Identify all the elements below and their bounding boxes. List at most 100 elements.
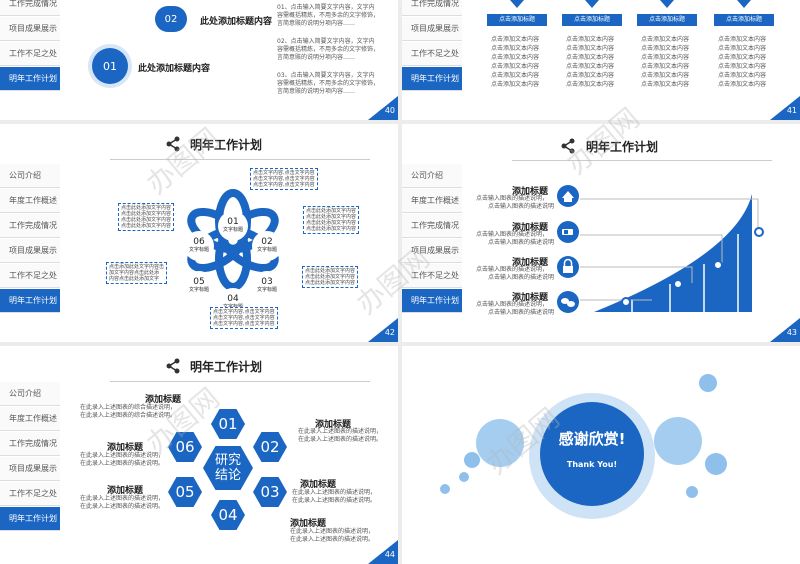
- sidebar-item[interactable]: 工作完成情况: [0, 0, 60, 16]
- item-title: 添加标题: [512, 187, 549, 197]
- slide-41[interactable]: 工作完成情况 项目成果展示 工作不足之处 明年工作计划 点击添加标题点击添加文本…: [402, 0, 800, 120]
- sidebar-item-active[interactable]: 明年工作计划: [0, 507, 60, 531]
- center-hexagon: 研究结论: [203, 446, 253, 490]
- down-arrow-icon: [585, 0, 599, 8]
- right-item-title: 添加标题: [315, 420, 352, 430]
- list-item: 点击添加文本内容: [718, 81, 767, 88]
- petal-title: 文字标题: [188, 287, 209, 293]
- slide-44[interactable]: 公司介绍 年度工作概述 工作完成情况 项目成果展示 工作不足之处 明年工作计划 …: [0, 346, 398, 564]
- page-number: 43: [786, 328, 797, 337]
- right-item-desc: 在此录入上述图表的描述说明，在此录入上述图表的描述说明。: [290, 528, 375, 543]
- growth-chart: [557, 185, 764, 313]
- down-arrow-icon: [510, 0, 524, 8]
- item-number: 01: [92, 48, 128, 84]
- left-item-desc: 在此录入上述图表的描述说明，在此录入上述图表的描述说明。: [80, 495, 165, 510]
- list-item: 点击添加文本内容: [566, 54, 615, 61]
- sidebar-item-active[interactable]: 明年工作计划: [402, 67, 462, 91]
- title-button[interactable]: 点击添加标题: [562, 14, 622, 26]
- sidebar-item[interactable]: 工作完成情况: [0, 214, 60, 238]
- sidebar-item[interactable]: 工作完成情况: [0, 432, 60, 456]
- sidebar-item[interactable]: 工作不足之处: [0, 482, 60, 506]
- right-item-title: 添加标题: [290, 519, 327, 529]
- slide-43[interactable]: 公司介绍 年度工作概述 工作完成情况 项目成果展示 工作不足之处 明年工作计划 …: [402, 124, 800, 342]
- thanks-title: 感谢欣赏!: [558, 430, 626, 448]
- list-item: 点击添加文本内容: [718, 36, 767, 43]
- list-item: 点击添加文本内容: [718, 45, 767, 52]
- sidebar-item[interactable]: 项目成果展示: [0, 17, 60, 41]
- petal-title: 文字标题: [222, 227, 243, 233]
- sidebar-item[interactable]: 年度工作概述: [0, 189, 60, 213]
- sidebar-item[interactable]: 年度工作概述: [0, 407, 60, 431]
- slide-42[interactable]: 公司介绍 年度工作概述 工作完成情况 项目成果展示 工作不足之处 明年工作计划 …: [0, 124, 398, 342]
- thanks-subtitle: Thank You!: [566, 460, 618, 469]
- title-button[interactable]: 点击添加标题: [714, 14, 774, 26]
- page-number: 41: [786, 106, 797, 115]
- sidebar-item[interactable]: 公司介绍: [0, 382, 60, 406]
- petal-number: 06: [193, 237, 205, 247]
- item-title: 添加标题: [512, 258, 549, 268]
- item-title: 此处添加标题内容: [200, 17, 273, 27]
- title-button[interactable]: 点击添加标题: [487, 14, 547, 26]
- text-box-left-bottom: 点击添加此处文字内容击加文字内容点击此处添内容点击此处添加文字: [106, 262, 168, 284]
- sidebar-item[interactable]: 工作不足之处: [0, 42, 60, 66]
- sidebar-item[interactable]: 公司介绍: [0, 164, 60, 188]
- sidebar-item-active[interactable]: 明年工作计划: [402, 289, 462, 313]
- slide-40[interactable]: 工作完成情况 项目成果展示 工作不足之处 明年工作计划 02 此处添加标题内容 …: [0, 0, 398, 120]
- sidebar-item[interactable]: 工作完成情况: [402, 214, 462, 238]
- list-item: 点击添加文本内容: [491, 72, 540, 79]
- slide-45[interactable]: 感谢欣赏! Thank You!: [402, 346, 800, 564]
- sidebar-item[interactable]: 年度工作概述: [402, 189, 462, 213]
- slide-title: 明年工作计划: [190, 138, 263, 152]
- sidebar-item[interactable]: 公司介绍: [402, 164, 462, 188]
- thanks-bubbles: [440, 374, 727, 519]
- page-corner: [770, 96, 800, 120]
- page-corner: [368, 318, 398, 342]
- petal-title: 文字标题: [188, 247, 209, 253]
- paragraph-3: 03、点击输入简要文字内容，文字内容需概括精炼，不用多余的文字修饰，言简意赅的说…: [277, 72, 380, 95]
- sidebar-item[interactable]: 项目成果展示: [402, 239, 462, 263]
- list-item: 点击添加文本内容: [566, 72, 615, 79]
- sidebar-item-active[interactable]: 明年工作计划: [0, 67, 60, 91]
- left-item-desc: 在此录入上述图表的综合描述说明，在此录入上述图表的综合描述说明。: [80, 404, 177, 419]
- hexagon-06: 06: [168, 432, 202, 462]
- share-icon: [166, 358, 180, 374]
- page-number: 44: [384, 550, 395, 559]
- list-item: 点击添加文本内容: [491, 54, 540, 61]
- item-desc: 点击输入图表的描述说明，点击输入图表的描述说明: [476, 266, 555, 281]
- title-button[interactable]: 点击添加标题: [637, 14, 697, 26]
- title-divider: [110, 381, 370, 382]
- sidebar-item[interactable]: 项目成果展示: [0, 239, 60, 263]
- list-item: 点击添加文本内容: [641, 45, 690, 52]
- page-corner: [368, 540, 398, 564]
- hexagon-03: 03: [253, 477, 287, 507]
- sidebar-item[interactable]: 工作不足之处: [402, 42, 462, 66]
- sidebar-item[interactable]: 项目成果展示: [0, 457, 60, 481]
- slide-title: 明年工作计划: [586, 140, 659, 154]
- sidebar-item-active[interactable]: 明年工作计划: [0, 289, 60, 313]
- page-corner: [368, 96, 398, 120]
- down-arrow-icon: [737, 0, 751, 8]
- left-item-title: 添加标题: [107, 486, 144, 496]
- item-title: 添加标题: [512, 293, 549, 303]
- sidebar-item[interactable]: 工作不足之处: [0, 264, 60, 288]
- list-item: 点击添加文本内容: [641, 54, 690, 61]
- sidebar-item[interactable]: 工作完成情况: [402, 0, 462, 16]
- item-number: 02: [155, 6, 187, 32]
- list-item: 点击添加文本内容: [718, 54, 767, 61]
- list-item: 点击添加文本内容: [718, 72, 767, 79]
- list-item: 点击添加文本内容: [566, 45, 615, 52]
- right-item-desc: 在此录入上述图表的描述说明，在此录入上述图表的描述说明。: [292, 489, 377, 504]
- petal-number: 04: [227, 294, 239, 304]
- text-box-bottom: 点击文字内容,点击文字内容点击文字内容,点击文字内容点击文字内容,点击文字内容: [210, 307, 278, 329]
- hexagon-02: 02: [253, 432, 287, 462]
- item-desc: 点击输入图表的描述说明，点击输入图表的描述说明: [476, 195, 555, 210]
- list-item: 点击添加文本内容: [641, 72, 690, 79]
- petal-title: 文字标题: [256, 287, 277, 293]
- sidebar-item[interactable]: 项目成果展示: [402, 17, 462, 41]
- sidebar-item[interactable]: 工作不足之处: [402, 264, 462, 288]
- petal-number: 02: [261, 237, 273, 247]
- paragraph-1: 01、点击输入简要文字内容，文字内容需概括精炼，不用多余的文字修饰，言简意赅的说…: [277, 4, 380, 27]
